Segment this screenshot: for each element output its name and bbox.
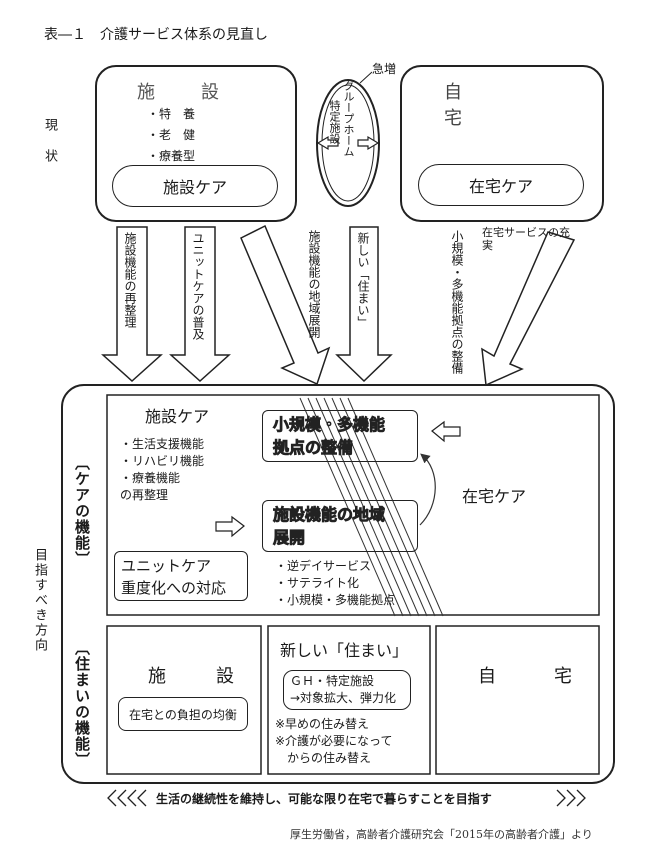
- top-facility-care: 施設ケア: [112, 165, 278, 207]
- banner-chevrons-left: [107, 789, 147, 807]
- regional-item: ・逆デイサービス: [275, 559, 372, 573]
- label-housing-function: 〔住まいの機能〕: [73, 640, 91, 768]
- specified-facility-label: 特定施設: [328, 100, 341, 144]
- regional-items: ・逆デイサービス ・サテライト化 ・小規模・多機能拠点: [275, 558, 395, 609]
- label-aim: 目指すべき方向: [32, 548, 47, 653]
- housing-home-title: 自 宅: [478, 666, 592, 687]
- gh-line2: →対象拡大、弾力化: [290, 691, 397, 705]
- housing-facility-title: 施 設: [148, 666, 250, 687]
- arrow-to-regional: [215, 515, 245, 538]
- label-care-function: 〔ケアの機能〕: [73, 455, 91, 567]
- top-facility-items: ・特 養 ・老 健 ・療養型: [147, 104, 195, 167]
- facility-item: ・老 健: [147, 128, 196, 142]
- arrow-3-shape: [240, 224, 331, 386]
- source-note: 厚生労働省，高齢者介護研究会「2015年の高齢者介護」より: [290, 828, 593, 841]
- arrow-6-label: 小規模・多機能拠点の整備: [450, 230, 464, 374]
- housing-new-box: [267, 625, 431, 775]
- housing-note: ※早めの住み替え: [275, 717, 370, 731]
- arrow-1-label: 施設機能の再整理: [123, 232, 137, 328]
- arrow-1-shape: [101, 226, 163, 383]
- housing-home-box: [435, 625, 600, 775]
- regional-box: 施設機能の地域 展開: [262, 500, 418, 552]
- label-current: 現状: [42, 118, 57, 180]
- arrow-4-label: 施設機能の地域展開: [307, 230, 321, 338]
- gh-box: ＧＨ・特定施設 →対象拡大、弾力化: [283, 670, 411, 710]
- facility-item: ・療養型: [147, 149, 196, 163]
- arrow-5-label: 新しい「住まい」: [356, 232, 370, 328]
- housing-facility-box: [106, 625, 262, 775]
- top-home-care: 在宅ケア: [418, 164, 584, 206]
- arrow-7-shape: [481, 231, 576, 387]
- regional-line1: 施設機能の地域: [273, 505, 386, 525]
- care-frame: [106, 394, 600, 616]
- small-multi-line1: 小規模・多機能: [273, 415, 386, 435]
- regional-item: ・小規模・多機能拠点: [275, 593, 396, 607]
- small-multi-box: 小規模・多機能 拠点の整備: [262, 410, 418, 462]
- unit-care-line1: ユニットケア: [121, 557, 212, 575]
- care-home-care: 在宅ケア: [462, 487, 527, 506]
- page-title: 表―１ 介護サービス体系の見直し: [44, 27, 268, 43]
- housing-facility-note: 在宅との負担の均衡: [118, 697, 248, 731]
- care-item: ・生活支援機能: [120, 437, 205, 451]
- top-home-title: 自 宅: [444, 82, 600, 129]
- facility-item: ・特 養: [147, 107, 196, 121]
- new-housing-title: 新しい「住まい」: [280, 641, 409, 660]
- arrow-5-shape: [335, 226, 393, 383]
- arrow-7-label: 在宅サービスの充実: [482, 226, 570, 252]
- arrow-2-label: ユニットケアの普及: [191, 232, 205, 340]
- curved-arrow: [419, 453, 436, 526]
- arrow-2-shape: [169, 226, 231, 383]
- gh-line1: ＧＨ・特定施設: [290, 674, 375, 688]
- group-home-label: グループホーム: [342, 80, 355, 157]
- outer-frame: [61, 384, 615, 784]
- housing-note: からの住み替え: [275, 751, 372, 765]
- diagonal-band: [299, 397, 444, 617]
- unit-care-line2: 重度化への対応: [121, 579, 227, 597]
- care-items: ・生活支援機能 ・リハビリ機能 ・療養機能 の再整理: [120, 436, 204, 504]
- regional-item: ・サテライト化: [275, 576, 360, 590]
- housing-notes: ※早めの住み替え ※介護が必要になって からの住み替え: [275, 716, 392, 767]
- care-item: ・療養機能: [120, 471, 181, 485]
- top-facility-title: 施 設: [137, 82, 233, 103]
- care-item: ・リハビリ機能: [120, 454, 205, 468]
- ellipse-arrow-right: [357, 135, 380, 151]
- bottom-banner: 生活の継続性を維持し、可能な限り在宅で暮らすことを目指す: [156, 792, 492, 806]
- care-facility-care: 施設ケア: [145, 407, 210, 426]
- arrow-to-small-multi: [431, 420, 461, 443]
- small-multi-line2: 拠点の整備: [273, 438, 354, 458]
- ellipse-arrow-left: [316, 135, 339, 151]
- banner-chevrons-right: [556, 789, 586, 807]
- housing-note: ※介護が必要になって: [275, 734, 393, 748]
- unit-care-box: ユニットケア 重度化への対応: [114, 551, 248, 601]
- regional-line2: 展開: [273, 528, 306, 548]
- care-item: の再整理: [120, 488, 169, 502]
- surge-label: 急増: [372, 62, 397, 76]
